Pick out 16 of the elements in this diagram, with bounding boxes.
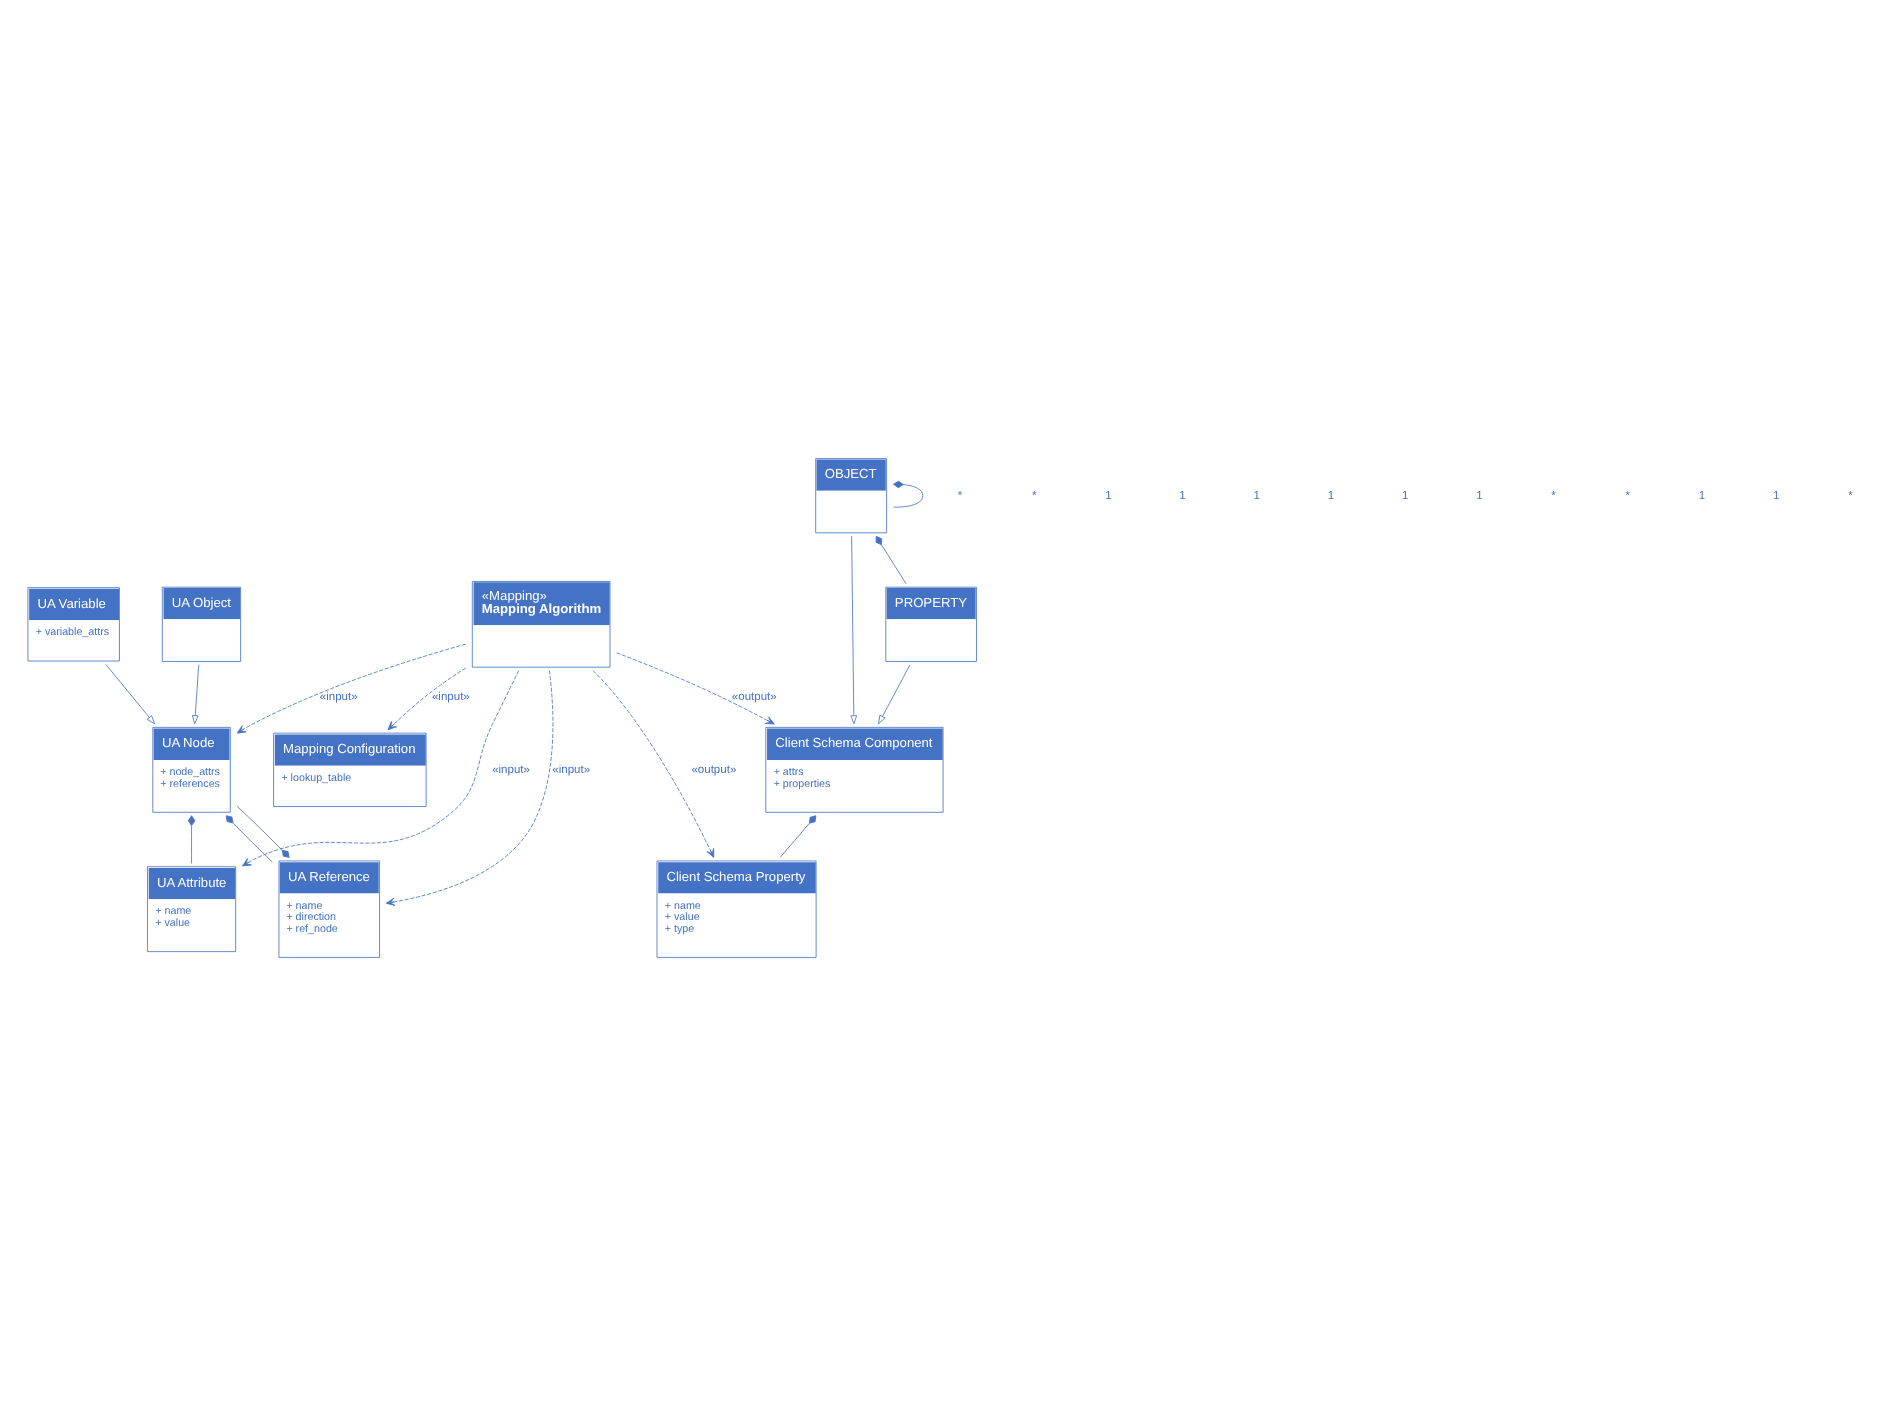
arrow: [191, 664, 200, 725]
arrow: [385, 670, 554, 906]
arrow: [616, 652, 775, 725]
connector: [875, 535, 907, 585]
connector: [236, 806, 290, 858]
arrow: [592, 670, 715, 858]
connector: [893, 480, 924, 508]
connector: [187, 815, 196, 864]
arrow: [387, 667, 467, 731]
arrow: [105, 664, 155, 725]
arrow: [242, 670, 520, 867]
arrow: [850, 535, 858, 725]
arrow: [878, 664, 911, 725]
arrow: [236, 643, 467, 734]
connector: [779, 815, 817, 858]
connector: [225, 815, 273, 863]
